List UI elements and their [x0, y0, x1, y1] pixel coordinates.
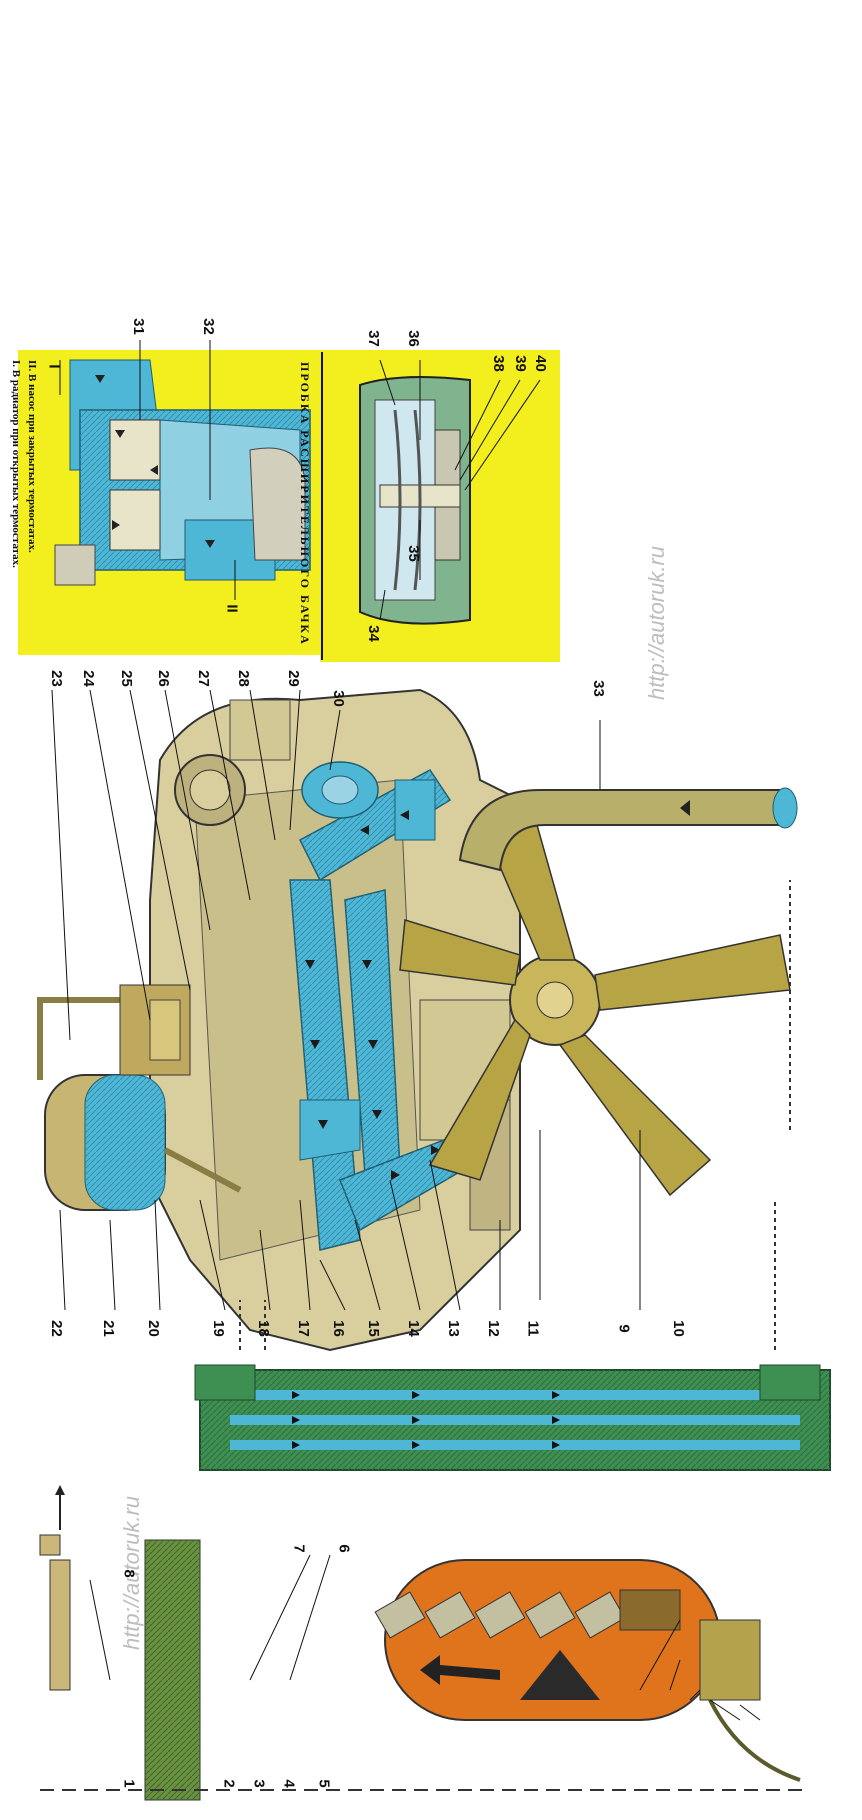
callout-37: 37 [364, 330, 382, 347]
callout-7: 7 [290, 1544, 308, 1553]
callout-19: 19 [209, 1320, 227, 1337]
callout-34: 34 [364, 625, 382, 642]
callout-13: 13 [444, 1320, 462, 1337]
callout-32: 32 [199, 318, 217, 335]
callout-15: 15 [364, 1320, 382, 1337]
radiator [194, 1364, 831, 1471]
callout-10: 10 [669, 1320, 687, 1337]
watermark: http://autoruk.ru [644, 545, 670, 701]
thermostat-caption-open: I. В радиатор при открытых термостатах. [10, 360, 22, 568]
callout-38: 38 [489, 355, 507, 372]
roman-label-one: I [45, 364, 63, 369]
callout-20: 20 [144, 1320, 162, 1337]
callout-27: 27 [194, 670, 212, 687]
shutter-assembly [39, 1485, 810, 1801]
cap-inset-caption: ПРОБКА РАСШИРИТЕЛЬНОГО БАЧКА [298, 362, 312, 646]
roman-label-two: II [223, 604, 241, 613]
callout-16: 16 [329, 1320, 347, 1337]
callout-30: 30 [329, 690, 347, 707]
callout-26: 26 [154, 670, 172, 687]
callout-17: 17 [294, 1320, 312, 1337]
lower-hose [458, 787, 798, 872]
callout-39: 39 [511, 355, 529, 372]
cap-inset [320, 350, 560, 662]
thermostat-caption-closed: II. В насос при закрытых термостатах. [26, 360, 38, 553]
callout-6: 6 [335, 1544, 353, 1553]
callout-33: 33 [589, 680, 607, 697]
callout-12: 12 [484, 1320, 502, 1337]
fan [399, 798, 791, 1197]
callout-22: 22 [47, 1320, 65, 1337]
callout-5: 5 [315, 1779, 333, 1788]
callout-23: 23 [47, 670, 65, 687]
callout-28: 28 [234, 670, 252, 687]
callout-9: 9 [615, 1324, 633, 1333]
callout-24: 24 [79, 670, 97, 687]
callout-4: 4 [280, 1779, 298, 1788]
callout-1: 1 [120, 1779, 138, 1788]
callout-21: 21 [99, 1320, 117, 1337]
callout-25: 25 [117, 670, 135, 687]
callout-18: 18 [254, 1320, 272, 1337]
leader-lines [51, 689, 761, 1721]
callout-2: 2 [220, 1779, 238, 1788]
callout-3: 3 [250, 1779, 268, 1788]
callout-35: 35 [404, 545, 422, 562]
expansion-tank [37, 984, 242, 1211]
thermostat-inset [18, 340, 320, 655]
callout-29: 29 [284, 670, 302, 687]
callout-14: 14 [404, 1320, 422, 1337]
airflow-arrows [239, 880, 791, 1350]
callout-36: 36 [404, 330, 422, 347]
callout-31: 31 [129, 318, 147, 335]
callout-8: 8 [120, 1569, 138, 1578]
callout-11: 11 [524, 1320, 542, 1337]
callout-40: 40 [531, 355, 549, 372]
